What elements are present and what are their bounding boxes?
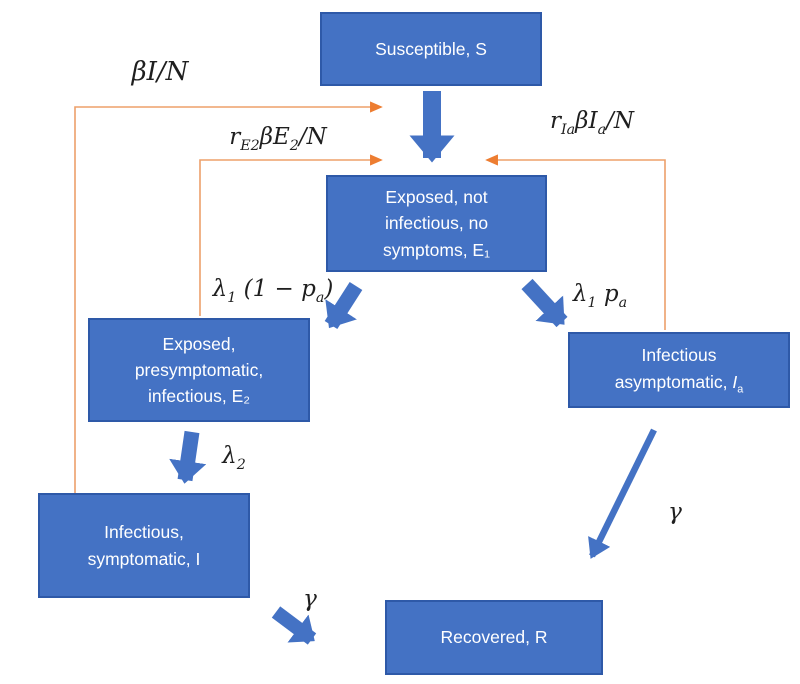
box-exposed-e1-label: Exposed, not infectious, no symptoms, E₁ bbox=[382, 187, 491, 260]
arrow-feedback-from-E2 bbox=[199, 154, 383, 316]
arrow-e2-to-i bbox=[169, 430, 207, 484]
rate-label-lambda2: λ2 bbox=[222, 443, 246, 473]
box-recovered-label: Recovered, R bbox=[440, 627, 548, 648]
rate-label-force-of-infection-E2: rE2βE2/N bbox=[229, 124, 327, 154]
box-recovered: Recovered, R bbox=[385, 600, 603, 675]
arrow-e1-to-e2 bbox=[324, 281, 363, 330]
box-infectious-symptomatic-label: Infectious, symptomatic, I bbox=[87, 522, 201, 569]
box-exposed-e2-label: Exposed, presymptomatic, infectious, E₂ bbox=[134, 333, 264, 407]
box-infectious-asymptomatic-label: Infectious asymptomatic, Ia bbox=[614, 345, 744, 396]
box-exposed-e2: Exposed, presymptomatic, infectious, E₂ bbox=[88, 318, 310, 422]
arrow-i-to-r bbox=[271, 606, 317, 645]
box-infectious-symptomatic: Infectious, symptomatic, I bbox=[38, 493, 250, 598]
arrow-feedback-from-Ia bbox=[485, 154, 666, 330]
rate-label-gamma-I: γ bbox=[303, 586, 317, 612]
arrow-ia-to-r bbox=[588, 428, 657, 559]
rate-label-force-of-infection-Ia: rIaβIa/N bbox=[550, 108, 634, 138]
arrow-feedback-from-I bbox=[74, 101, 383, 493]
box-susceptible: Susceptible, S bbox=[320, 12, 542, 86]
rate-label-gamma-Ia: γ bbox=[668, 499, 682, 525]
box-infectious-asymptomatic: Infectious asymptomatic, Ia bbox=[568, 332, 790, 408]
arrow-e1-to-ia bbox=[521, 278, 568, 328]
box-susceptible-label: Susceptible, S bbox=[375, 38, 487, 59]
box-exposed-e1: Exposed, not infectious, no symptoms, E₁ bbox=[326, 175, 547, 272]
rate-label-lambda1-symptomatic: λ1 (1 − pa) bbox=[212, 276, 334, 306]
rate-label-lambda1-asymptomatic: λ1 pa bbox=[572, 281, 628, 311]
rate-label-force-of-infection-I: βI/N bbox=[131, 57, 189, 87]
